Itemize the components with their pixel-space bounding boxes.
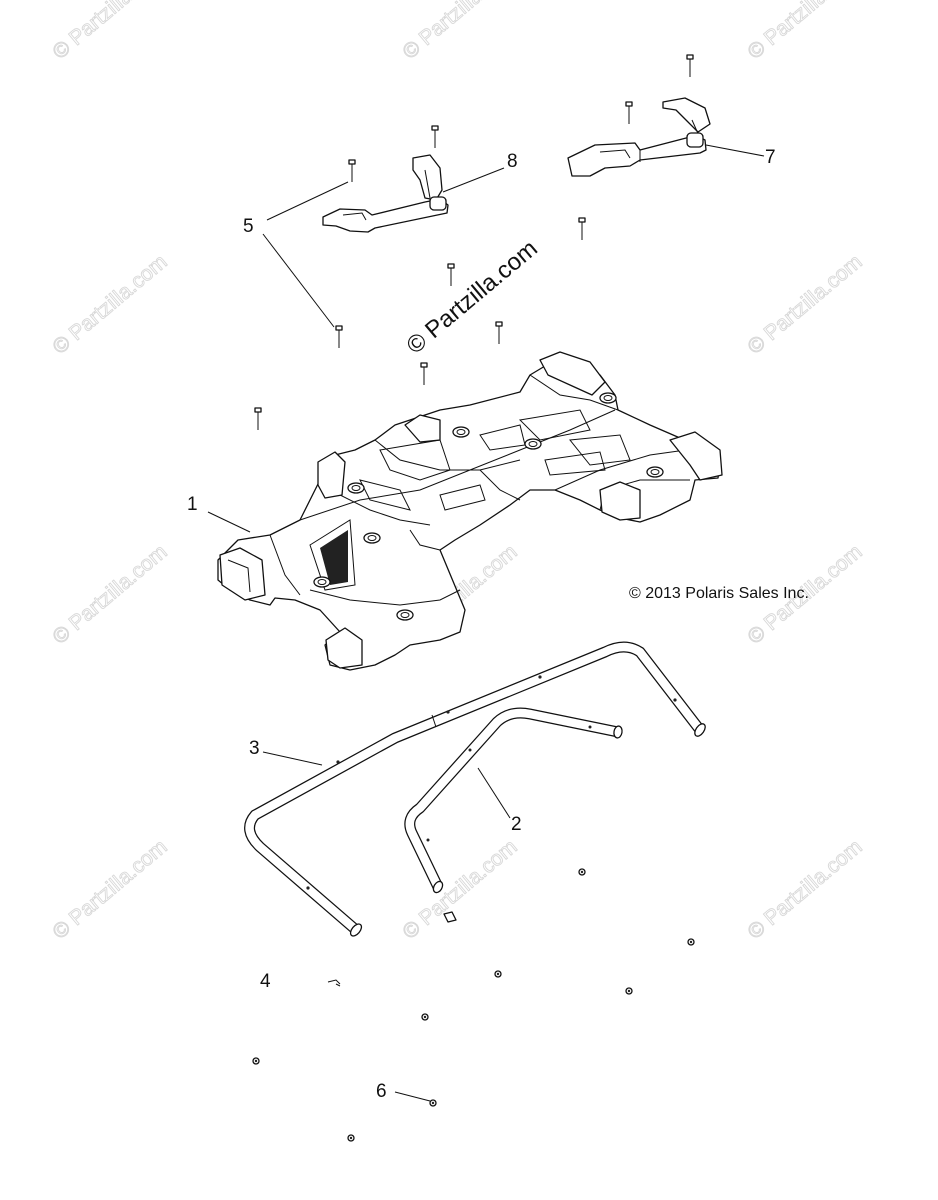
nut bbox=[494, 970, 502, 978]
watermark: © Partzilla.com bbox=[743, 250, 866, 359]
bolt bbox=[447, 263, 455, 286]
bolt bbox=[431, 125, 439, 148]
bolt bbox=[578, 217, 586, 240]
mount-hole bbox=[347, 482, 365, 494]
right-bracket bbox=[567, 97, 711, 177]
mount-hole bbox=[524, 438, 542, 450]
leader-lines bbox=[207, 144, 765, 1102]
callout-4: 4 bbox=[260, 971, 271, 992]
bolt bbox=[686, 54, 694, 77]
nut bbox=[578, 868, 586, 876]
callout-6: 6 bbox=[376, 1081, 387, 1102]
watermark: © Partzilla.com bbox=[48, 0, 171, 64]
callout-labels: 1 2 3 4 5 6 7 8 bbox=[187, 147, 776, 1102]
bolt bbox=[335, 325, 343, 348]
clip-group bbox=[327, 911, 457, 987]
bolt bbox=[495, 321, 503, 344]
bolt-group bbox=[254, 54, 694, 430]
callout-5: 5 bbox=[243, 216, 254, 237]
mount-hole bbox=[646, 466, 664, 478]
bolt bbox=[348, 159, 356, 182]
nut bbox=[687, 938, 695, 946]
callout-3: 3 bbox=[249, 738, 260, 759]
nut bbox=[347, 1134, 355, 1142]
callout-7: 7 bbox=[765, 147, 776, 168]
watermark: © Partzilla.com bbox=[743, 835, 866, 944]
mount-hole bbox=[599, 392, 617, 404]
mount-hole bbox=[396, 609, 414, 621]
callout-8: 8 bbox=[507, 151, 518, 172]
watermark: © Partzilla.com bbox=[48, 835, 171, 944]
nut bbox=[252, 1057, 260, 1065]
nut bbox=[429, 1099, 437, 1107]
callout-2: 2 bbox=[511, 814, 522, 835]
mount-hole bbox=[452, 426, 470, 438]
mount-hole bbox=[313, 576, 331, 588]
watermark: © Partzilla.com bbox=[398, 0, 521, 64]
left-bracket bbox=[322, 154, 449, 233]
clip bbox=[443, 911, 457, 923]
watermark: © Partzilla.com bbox=[743, 0, 866, 64]
mount-hole bbox=[363, 532, 381, 544]
bolt bbox=[254, 407, 262, 430]
nut bbox=[421, 1013, 429, 1021]
watermark: © Partzilla.com bbox=[48, 250, 171, 359]
rack-frame bbox=[217, 351, 723, 671]
copyright-notice: © 2013 Polaris Sales Inc. bbox=[629, 585, 809, 602]
callout-1: 1 bbox=[187, 494, 198, 515]
bolt bbox=[420, 362, 428, 385]
long-rail-tube bbox=[244, 641, 706, 937]
watermark: © Partzilla.com bbox=[48, 540, 171, 649]
clip bbox=[327, 979, 341, 987]
nut bbox=[625, 987, 633, 995]
short-rail-tube bbox=[404, 707, 623, 894]
nut-group bbox=[252, 868, 695, 1142]
bolt bbox=[625, 101, 633, 124]
center-watermark: © Partzilla.com bbox=[402, 235, 543, 360]
